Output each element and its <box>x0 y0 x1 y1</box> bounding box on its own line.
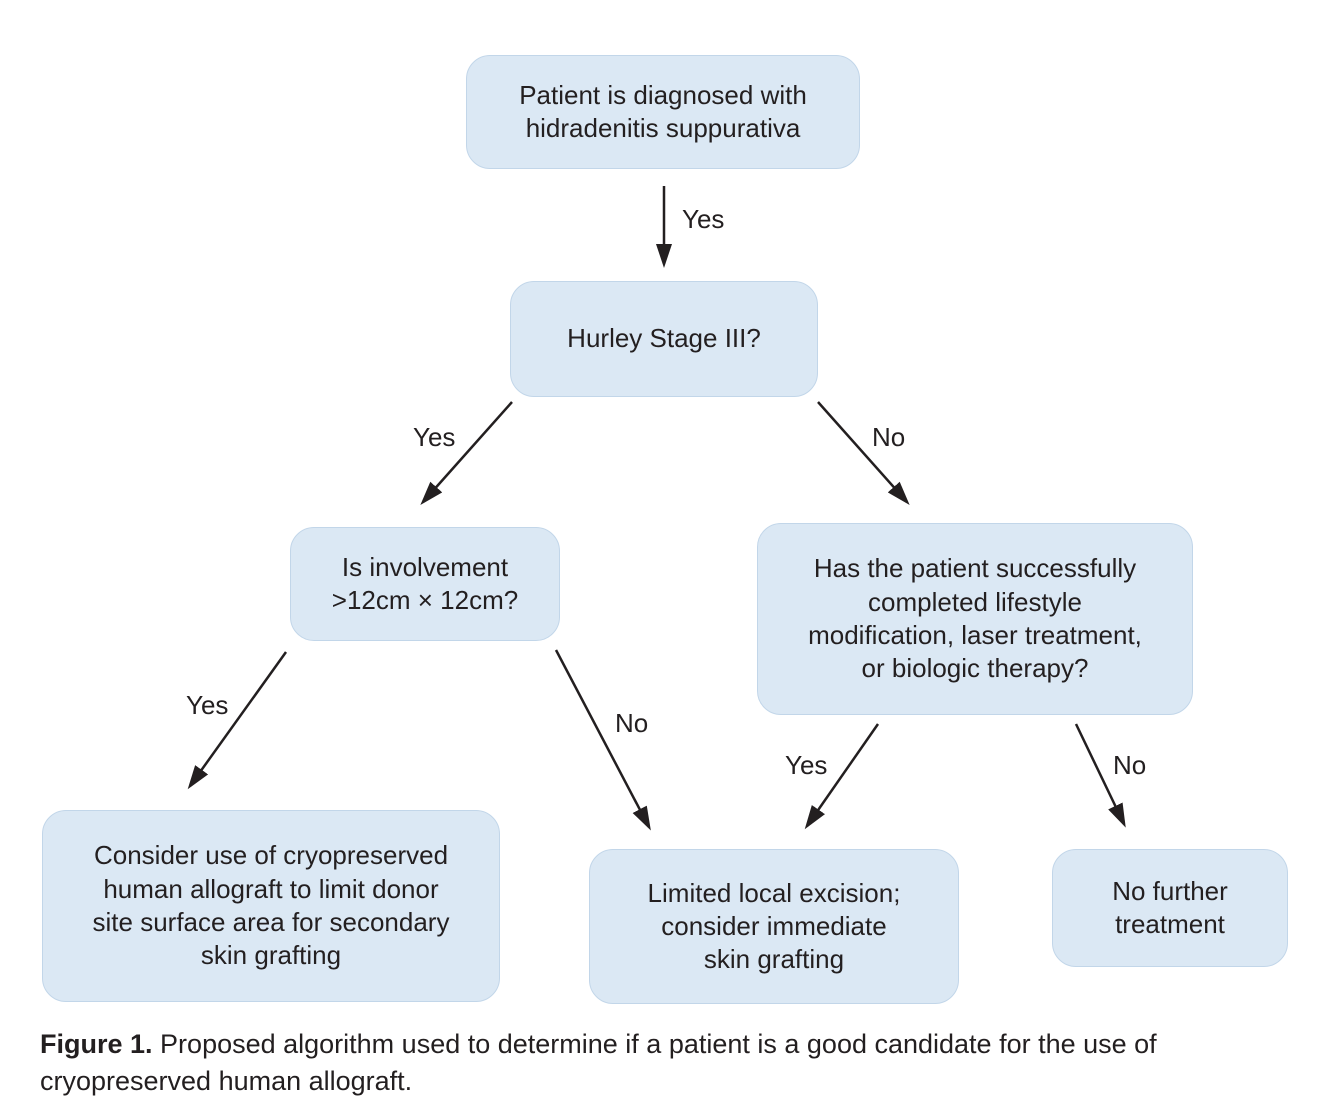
node-lifestyle-completed: Has the patient successfully completed l… <box>757 523 1193 715</box>
node-diagnosis: Patient is diagnosed with hidradenitis s… <box>466 55 860 169</box>
edge-label-involvement-no: No <box>615 708 649 738</box>
edge-label-hurley-yes: Yes <box>413 422 456 452</box>
node-no-further-treatment-text: No further treatment <box>1112 875 1228 939</box>
node-diagnosis-text: Patient is diagnosed with hidradenitis s… <box>519 79 807 143</box>
node-hurley-stage-text: Hurley Stage III? <box>567 323 761 354</box>
figure-caption-label: Figure 1. <box>40 1029 153 1059</box>
node-limited-excision-text: Limited local excision; consider immedia… <box>647 877 901 975</box>
edge-label-lifestyle-yes: Yes <box>785 750 828 780</box>
node-lifestyle-completed-text: Has the patient successfully completed l… <box>808 553 1142 684</box>
figure-caption: Figure 1. Proposed algorithm used to det… <box>40 1026 1302 1101</box>
edge-label-diagnosis-yes: Yes <box>682 204 725 234</box>
edge-label-hurley-no: No <box>872 422 906 452</box>
edge-hurley-lifestyle-line <box>817 401 910 505</box>
edge-hurley-involvement-line <box>420 401 513 505</box>
edge-label-lifestyle-no: No <box>1113 750 1147 780</box>
edge-label-involvement-yes: Yes <box>186 690 229 720</box>
figure-caption-text: Proposed algorithm used to determine if … <box>40 1029 1157 1097</box>
node-no-further-treatment: No further treatment <box>1052 849 1288 967</box>
node-consider-allograft-text: Consider use of cryopreserved human allo… <box>92 840 450 971</box>
node-hurley-stage: Hurley Stage III? <box>510 281 818 397</box>
node-consider-allograft: Consider use of cryopreserved human allo… <box>42 810 500 1002</box>
edge-involvement-excision-line <box>554 649 651 831</box>
node-involvement-size: Is involvement >12cm × 12cm? <box>290 527 560 641</box>
node-limited-excision: Limited local excision; consider immedia… <box>589 849 959 1004</box>
node-involvement-size-text: Is involvement >12cm × 12cm? <box>331 551 519 615</box>
